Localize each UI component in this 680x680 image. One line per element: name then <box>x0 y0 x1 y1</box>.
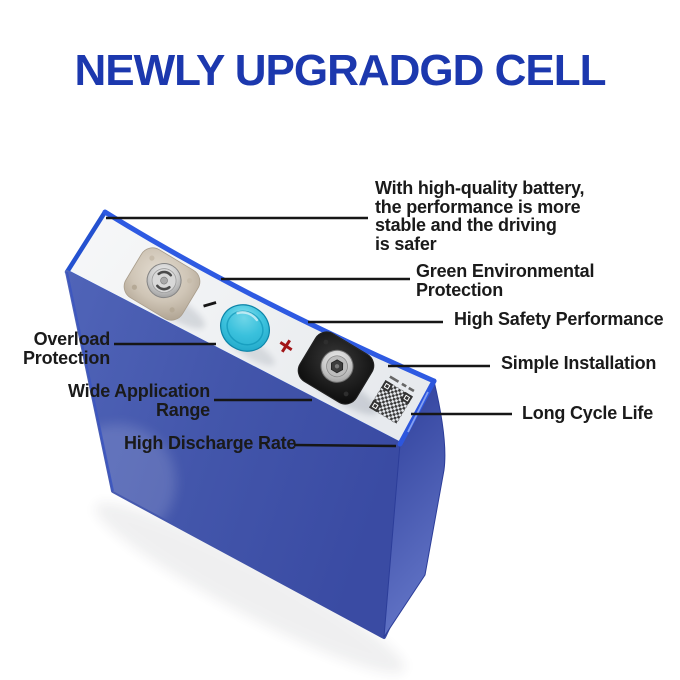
positive-terminal <box>297 331 375 405</box>
annotation-green-environmental: Green Environmental Protection <box>416 261 595 300</box>
vent-valve <box>220 304 270 352</box>
page-title: NEWLY UPGRADGD CELL <box>74 46 606 95</box>
annotation-high-discharge: High Discharge Rate <box>124 433 297 453</box>
battery-right-face <box>383 378 446 638</box>
annotation-long-cycle-life: Long Cycle Life <box>522 403 654 423</box>
annotation-wide-application: Wide Application Range <box>68 381 210 420</box>
annotation-overload-protection: Overload Protection <box>22 329 110 368</box>
annotation-simple-installation: Simple Installation <box>501 353 657 373</box>
qr-code <box>369 375 415 424</box>
annotation-quality-note: With high-quality battery, the performan… <box>375 178 585 254</box>
callout-line-discharge <box>293 443 397 448</box>
ground-shadow <box>95 502 405 674</box>
annotation-high-safety: High Safety Performance <box>454 309 664 329</box>
top-edge-trim <box>102 209 437 384</box>
qr-finder-patterns <box>369 380 413 413</box>
callout-lines <box>106 216 512 448</box>
negative-terminal <box>123 247 201 321</box>
